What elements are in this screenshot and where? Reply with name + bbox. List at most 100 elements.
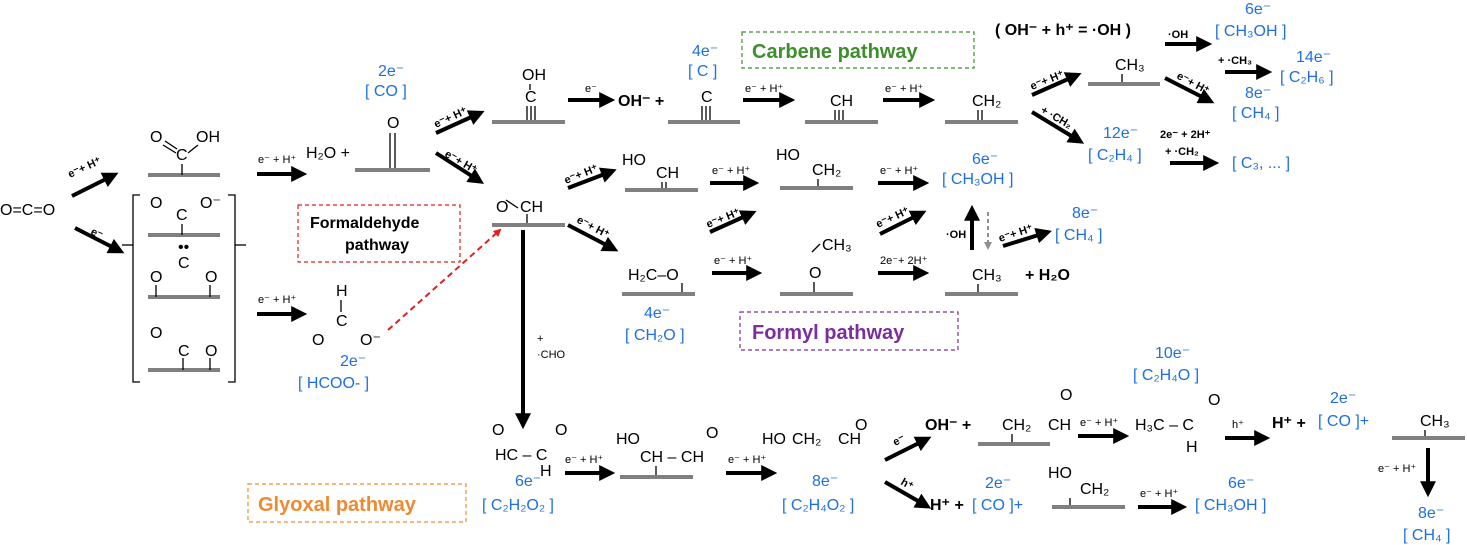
ch-label: CH xyxy=(830,93,853,110)
hoch2-ch: CH xyxy=(838,431,861,448)
bidentate-o2: O xyxy=(205,269,217,286)
svg-text:2e⁻+ 2H⁺: 2e⁻+ 2H⁺ xyxy=(880,255,928,267)
svg-text:e⁻ + H⁺: e⁻ + H⁺ xyxy=(880,165,918,177)
coh-c: C xyxy=(525,89,537,106)
ch4-mid-e: 8e⁻ xyxy=(1072,205,1098,222)
acetaldehyde-h3c: H₃C – C xyxy=(1135,417,1194,434)
arrow-co-to-cho xyxy=(434,151,485,184)
hoch-o: O xyxy=(706,425,718,442)
arrow-och3-to-ch3oh xyxy=(879,210,927,236)
hoch2-o: O xyxy=(855,417,867,434)
svg-text:e⁻ + H⁺: e⁻ + H⁺ xyxy=(714,255,752,267)
arrow-to-co-bottom xyxy=(884,480,932,509)
c2h4o2-e: 8e⁻ xyxy=(812,473,838,490)
ch2o-name: [ CH₂O ] xyxy=(625,327,685,344)
plus-h2o: + H₂O xyxy=(1025,267,1070,284)
arrow-ch3-to-ch4-mid xyxy=(1002,227,1052,248)
hcoo-ominus: O⁻ xyxy=(360,332,381,349)
ch2cho-ch2: CH₂ xyxy=(1002,417,1031,434)
svg-text:h⁺: h⁺ xyxy=(899,476,916,493)
arrow-cho-to-h2co xyxy=(567,223,619,252)
h-plus-plus-2: H⁺ + xyxy=(930,497,964,514)
formate-o: O xyxy=(150,325,162,342)
hoch-ch: CH – CH xyxy=(640,449,704,466)
h-plus-plus: H⁺ + xyxy=(1272,415,1306,432)
svg-text:+ ·CH₂: + ·CH₂ xyxy=(1165,146,1199,158)
hoch-label: HO xyxy=(616,431,640,448)
c3-name: [ C₃, ... ] xyxy=(1232,155,1290,172)
co-bottom-name: [ CO ]+ xyxy=(972,497,1023,514)
arrow-label-eh: e⁻+ H⁺ xyxy=(66,155,103,181)
formyl-pathway-label: Formyl pathway xyxy=(752,322,905,344)
formyl-pathway-box xyxy=(739,311,959,351)
svg-text:·OH: ·OH xyxy=(1168,29,1188,41)
formaldehyde-label-2: pathway xyxy=(345,237,409,254)
c2h2o2-e: 6e⁻ xyxy=(515,473,541,490)
ch2cho-o: O xyxy=(1060,387,1072,404)
h2co-label: H₂C–O xyxy=(628,267,679,284)
arrow-co-to-coh xyxy=(435,110,485,135)
ch4-top-name: [ CH₄ ] xyxy=(1232,105,1279,122)
c2h6-e: 14e⁻ xyxy=(1296,49,1331,66)
c2h4-e: 12e⁻ xyxy=(1103,125,1138,142)
ch2oh-bottom-ho: HO xyxy=(1048,465,1072,482)
ch3oh-bottom-e: 6e⁻ xyxy=(1228,475,1254,492)
glyoxal-o2: O xyxy=(555,422,567,439)
h2o-plus: H₂O + xyxy=(306,145,350,162)
arrow-label-e-2: e⁻ xyxy=(585,83,597,95)
arrow-ch3-to-ch4-top xyxy=(1164,76,1215,104)
svg-text:e⁻ + H⁺: e⁻ + H⁺ xyxy=(1080,417,1118,429)
arrow-ch2-to-ch3 xyxy=(1031,72,1082,97)
formaldehyde-pathway-box xyxy=(297,204,461,263)
ch3oh-mid-name: [ CH₃OH ] xyxy=(942,171,1013,188)
coo-ominus: O⁻ xyxy=(200,195,221,212)
svg-text:e⁻ + H⁺: e⁻ + H⁺ xyxy=(728,454,766,466)
ch3-mid-label: CH₃ xyxy=(972,267,1002,284)
och3-ch3: CH₃ xyxy=(822,237,852,254)
c2h6-name: [ C₂H₆ ] xyxy=(1280,69,1334,86)
plus-cho-label: ·CHO xyxy=(537,349,566,361)
bracket-right xyxy=(228,194,236,383)
hcoo-o: O xyxy=(312,332,324,349)
glyoxal-o1: O xyxy=(492,422,504,439)
ch4-bottom-e: 8e⁻ xyxy=(1418,505,1444,522)
arrow-to-ch2cho xyxy=(884,436,932,462)
arrow-label-e: e⁻ xyxy=(89,226,105,242)
ch2-label: CH₂ xyxy=(972,93,1001,110)
co-o: O xyxy=(387,115,399,132)
ch3oh-mid-e: 6e⁻ xyxy=(972,151,998,168)
coo-o: O xyxy=(150,195,162,212)
c-name: [ C ] xyxy=(688,63,717,80)
co2-label: O=C=O xyxy=(0,202,55,219)
coo-c: C xyxy=(176,207,188,224)
ch2o-e: 4e⁻ xyxy=(644,305,670,322)
ch2oh-bottom-ch2: CH₂ xyxy=(1080,481,1109,498)
ch2cho-ch: CH xyxy=(1048,417,1071,434)
coh-oh: OH xyxy=(522,67,546,84)
bracket-left xyxy=(132,194,140,383)
och3-o: O xyxy=(809,265,821,282)
formaldehyde-label-1: Formaldehyde xyxy=(310,215,419,232)
hcoo-name: [ HCOO- ] xyxy=(298,375,369,392)
ch4-bottom-name: [ CH₄ ] xyxy=(1403,527,1450,544)
c-e: 4e⁻ xyxy=(692,43,718,60)
choh-ch: CH xyxy=(656,165,679,182)
co-top-name: [ CO ] xyxy=(365,83,407,100)
arrow-ch2-to-c2h4 xyxy=(1030,110,1085,144)
plus-cho-plus: + xyxy=(537,333,543,345)
svg-text:e⁻: e⁻ xyxy=(891,433,907,449)
hcoo-h: H xyxy=(336,283,348,300)
cooh-oh: OH xyxy=(196,129,220,146)
glyoxal-pathway-label: Glyoxal pathway xyxy=(258,494,417,516)
bidentate-o1: O xyxy=(150,269,162,286)
svg-text:2e⁻ + 2H⁺: 2e⁻ + 2H⁺ xyxy=(1160,129,1211,141)
acetaldehyde-o: O xyxy=(1208,392,1220,409)
glyoxal-hcc: HC – C xyxy=(495,447,547,464)
ch3oh-bottom-name: [ CH₃OH ] xyxy=(1195,497,1266,514)
c2h4-name: [ C₂H₄ ] xyxy=(1088,147,1142,164)
cooh-c: C xyxy=(176,147,188,164)
hoch2-ch2: CH₂ xyxy=(792,431,821,448)
co-right-name: [ CO ]+ xyxy=(1318,413,1369,430)
